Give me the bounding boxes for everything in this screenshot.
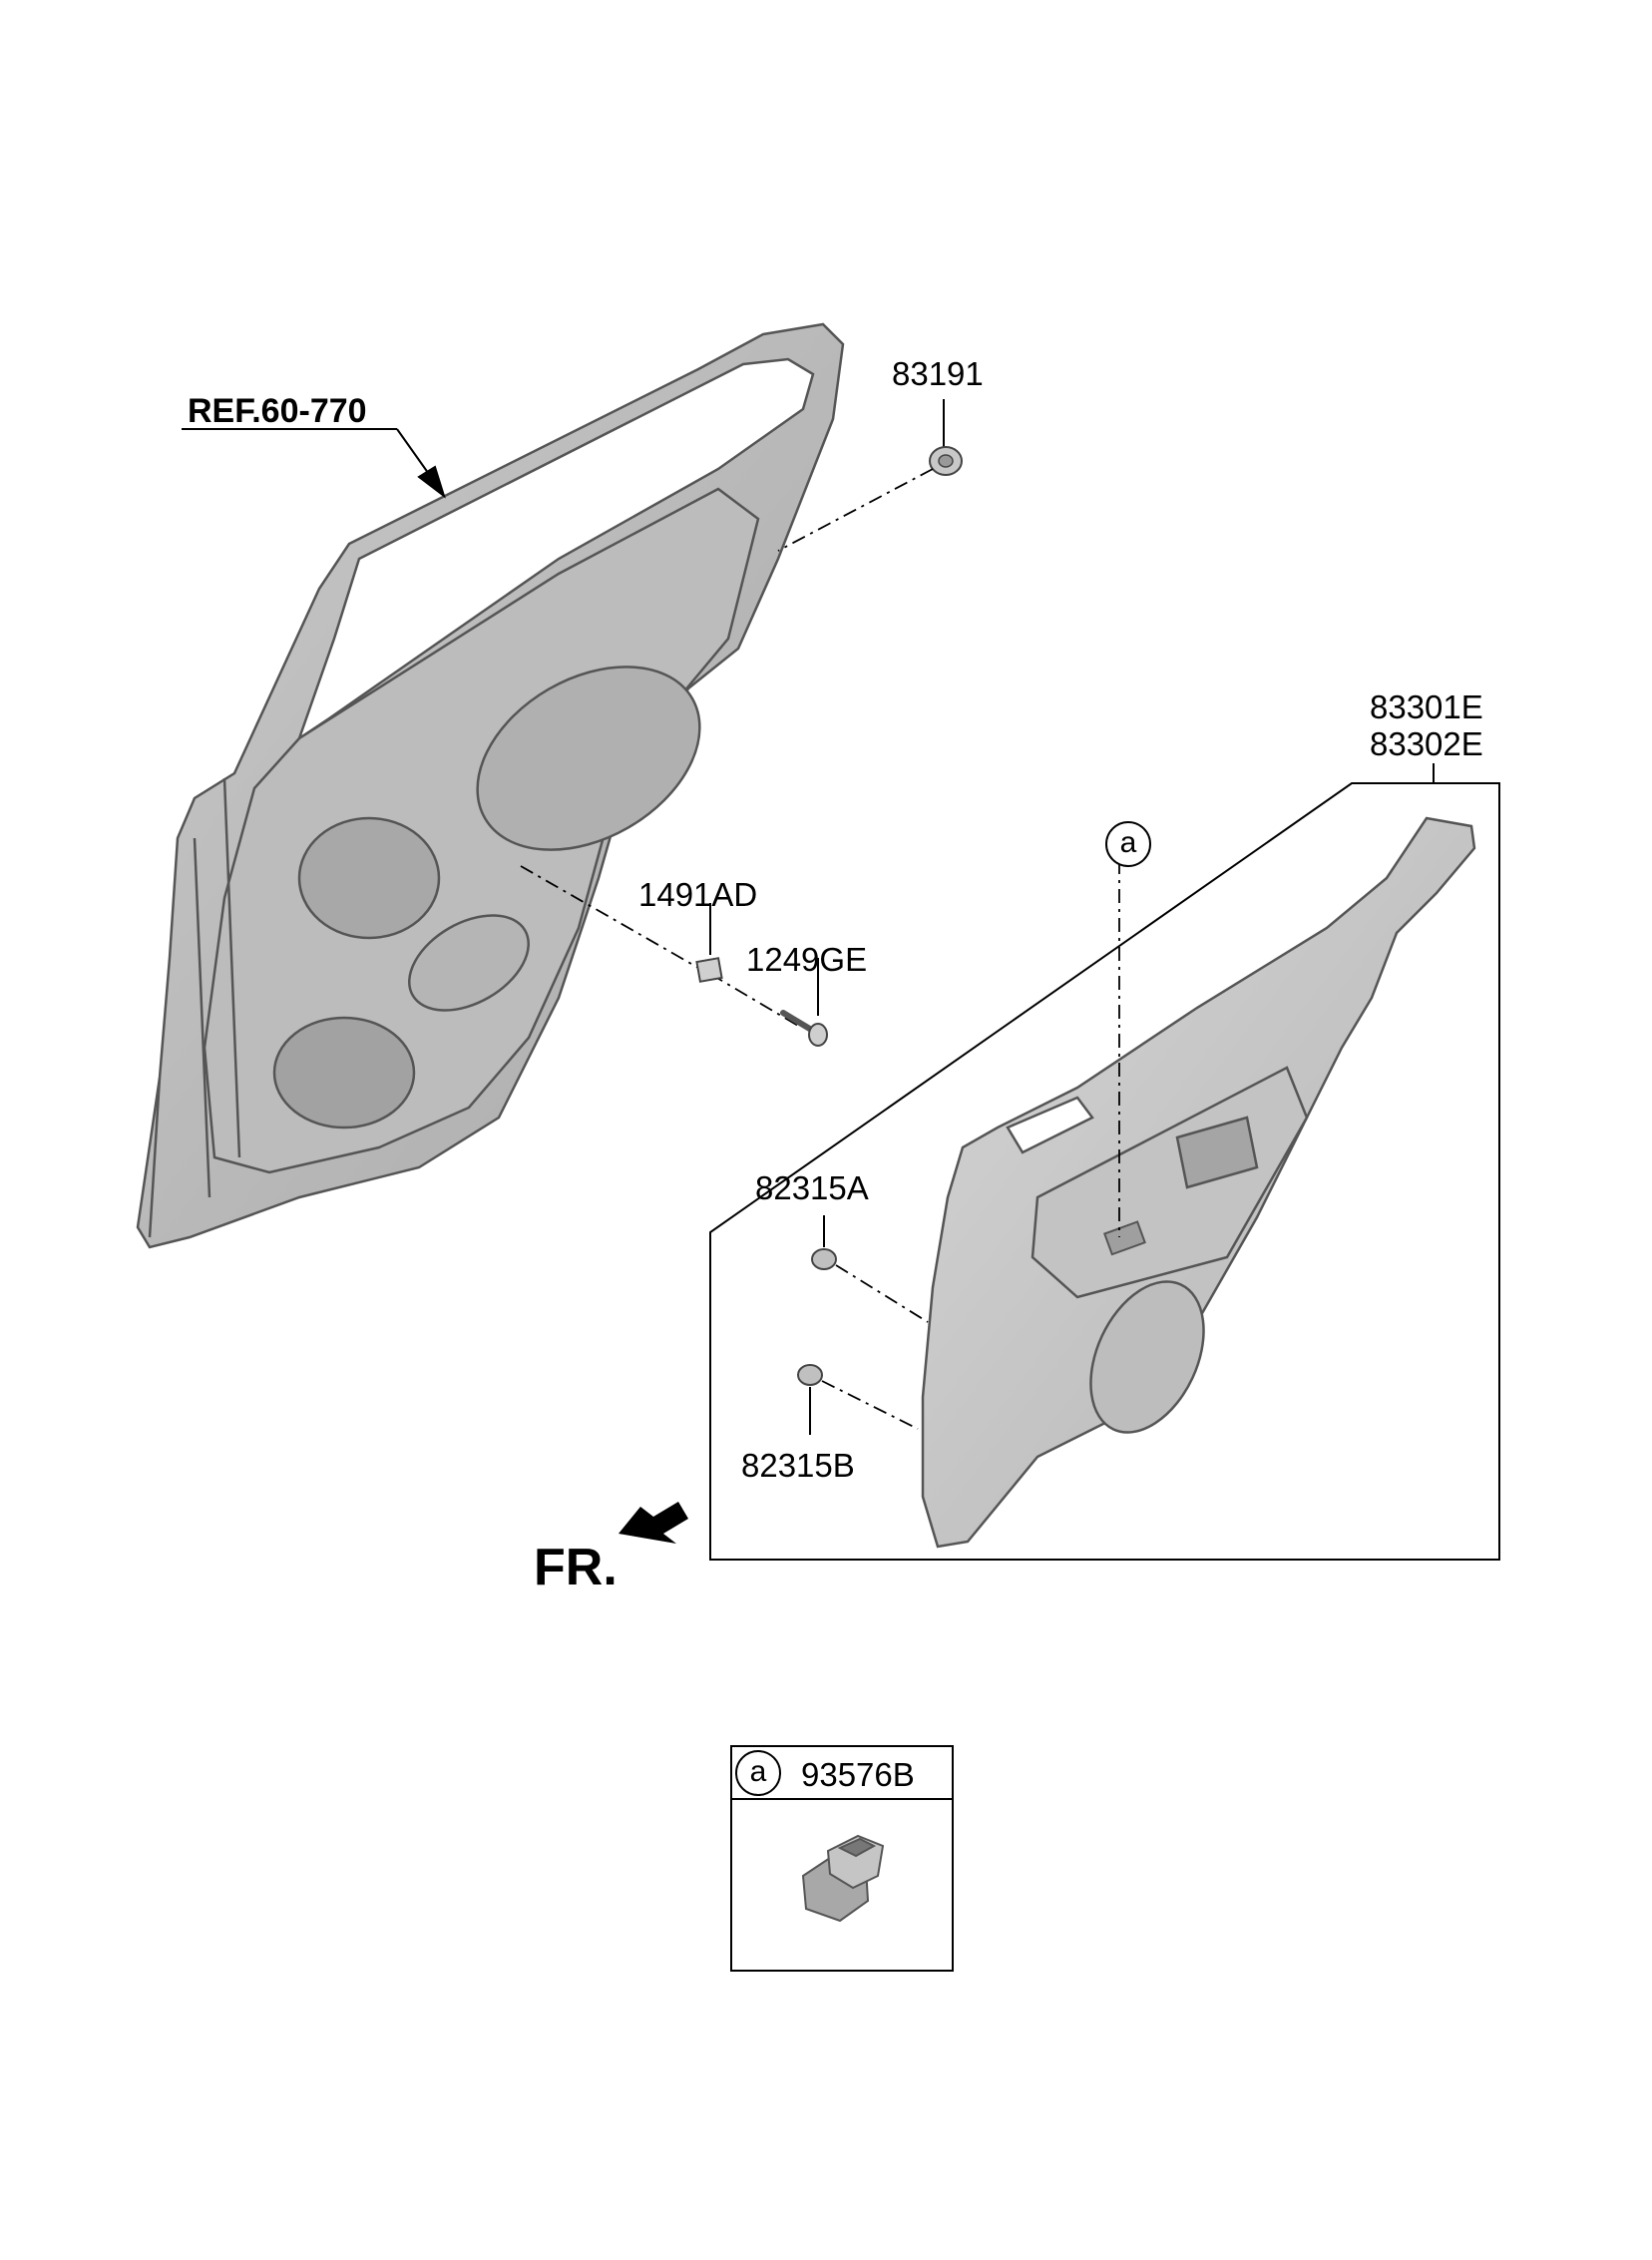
door-trim-panel-illustration xyxy=(921,816,1476,1549)
door-frame-illustration xyxy=(136,322,845,1249)
window-switch-illustration xyxy=(801,1834,885,1923)
part-label-grommet: 83191 xyxy=(892,355,984,392)
ref-label: REF.60-770 xyxy=(188,392,367,430)
part-label-screw: 1249GE xyxy=(746,941,868,978)
fastener-b-part xyxy=(797,1364,919,1435)
ref-leader xyxy=(182,428,446,499)
part-label-trim-right: 83302E xyxy=(1370,725,1483,762)
front-arrow-icon xyxy=(619,1502,688,1544)
part-label-trim-left: 83301E xyxy=(1370,688,1483,725)
fastener-a-part xyxy=(811,1215,929,1323)
part-label-clip-nut: 1491AD xyxy=(638,876,758,913)
trim-panel-box xyxy=(709,763,1500,1561)
legend-table xyxy=(730,1745,954,1972)
legend-part-number: 93576B xyxy=(801,1756,915,1793)
clip-and-screw-parts xyxy=(520,865,828,1047)
part-label-fastener-a: 82315A xyxy=(755,1169,869,1206)
legend-marker: a xyxy=(735,1750,781,1796)
part-label-fastener-b: 82315B xyxy=(741,1447,855,1484)
callout-marker: a xyxy=(1105,821,1151,867)
front-label: FR. xyxy=(534,1539,618,1596)
grommet-part xyxy=(777,399,963,552)
